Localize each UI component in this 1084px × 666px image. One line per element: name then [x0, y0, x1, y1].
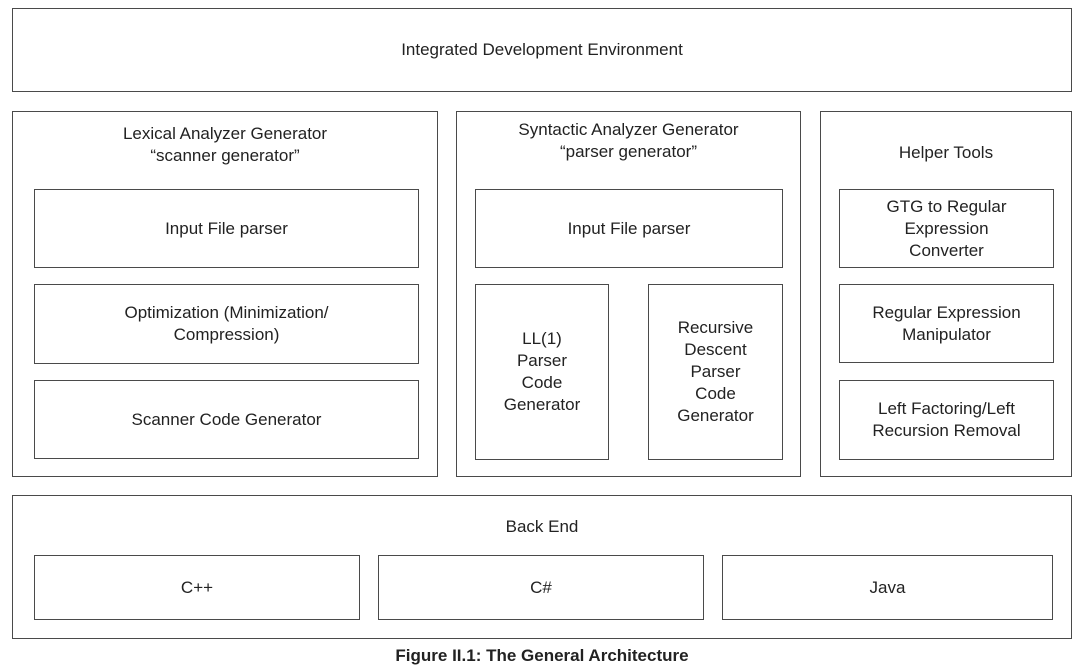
- csharp-target-box: C#: [378, 555, 704, 620]
- syntactic-analyzer-title: Syntactic Analyzer Generator “parser gen…: [518, 120, 739, 161]
- lexical-input-file-parser: Input File parser: [34, 189, 419, 268]
- optimization-label: Optimization (Minimization/ Compression): [124, 303, 329, 344]
- csharp-target-label: C#: [530, 577, 552, 597]
- back-end-title: Back End: [505, 517, 579, 536]
- recursive-descent-parser-code-generator: Recursive Descent Parser Code Generator: [648, 284, 783, 460]
- cpp-target-box: C++: [34, 555, 360, 620]
- recursive-descent-parser-code-generator-label: Recursive Descent Parser Code Generator: [677, 318, 754, 425]
- syntactic-input-file-parser: Input File parser: [475, 189, 783, 268]
- gtg-to-regex-converter: GTG to Regular Expression Converter: [839, 189, 1054, 268]
- cpp-target-label: C++: [180, 577, 214, 597]
- java-target-label: Java: [869, 577, 906, 597]
- scanner-code-generator: Scanner Code Generator: [34, 380, 419, 459]
- figure-caption: Figure II.1: The General Architecture: [395, 646, 689, 665]
- regex-manipulator-label: Regular Expression Manipulator: [872, 302, 1021, 344]
- gtg-to-regex-converter-label: GTG to Regular Expression Converter: [886, 196, 1007, 260]
- left-factoring-recursion-removal-label: Left Factoring/Left Recursion Removal: [872, 399, 1021, 440]
- ll1-parser-code-generator: LL(1) Parser Code Generator: [475, 284, 609, 460]
- left-factoring-recursion-removal: Left Factoring/Left Recursion Removal: [839, 380, 1054, 460]
- ll1-parser-code-generator-label: LL(1) Parser Code Generator: [503, 329, 581, 414]
- optimization-box: Optimization (Minimization/ Compression): [34, 284, 419, 364]
- syntactic-input-file-parser-label: Input File parser: [567, 218, 691, 238]
- lexical-input-file-parser-label: Input File parser: [165, 218, 288, 238]
- lexical-analyzer-title: Lexical Analyzer Generator “scanner gene…: [122, 124, 328, 165]
- regex-manipulator: Regular Expression Manipulator: [839, 284, 1054, 363]
- helper-tools-title: Helper Tools: [898, 143, 994, 162]
- ide-label: Integrated Development Environment: [401, 40, 683, 59]
- scanner-code-generator-label: Scanner Code Generator: [131, 409, 322, 429]
- ide-box: Integrated Development Environment: [12, 8, 1072, 92]
- java-target-box: Java: [722, 555, 1053, 620]
